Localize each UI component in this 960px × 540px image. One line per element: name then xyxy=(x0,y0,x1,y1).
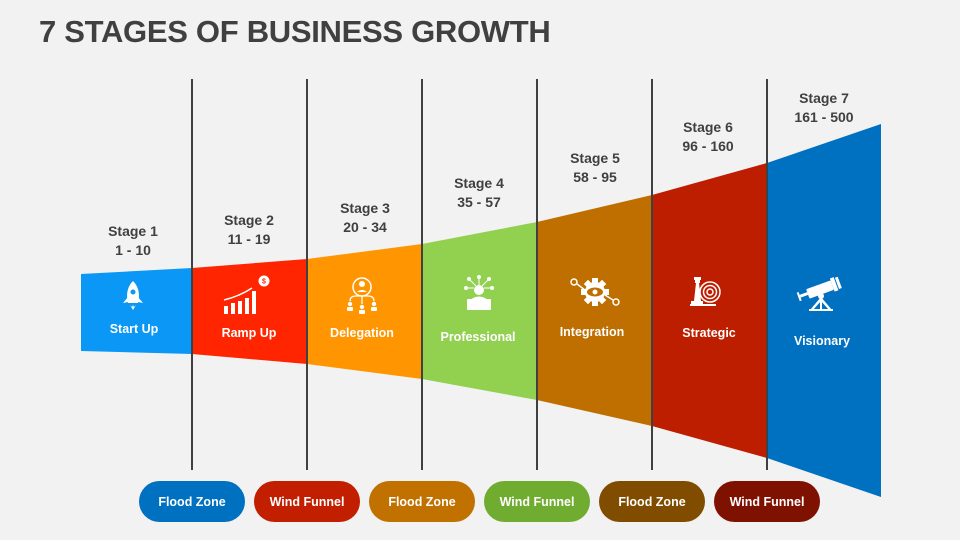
stage-5-title: Stage 5 xyxy=(570,150,620,166)
stage-1-label: Stage 1 1 - 10 xyxy=(78,222,188,260)
stage-3-label: Stage 3 20 - 34 xyxy=(310,199,420,237)
stage-2-range: 11 - 19 xyxy=(227,231,271,247)
stage-6-range: 96 - 160 xyxy=(682,138,734,154)
stage-3-range: 20 - 34 xyxy=(343,219,387,235)
stage-7-name: Visionary xyxy=(793,334,851,348)
stage-1-name: Start Up xyxy=(109,322,159,336)
svg-text:$: $ xyxy=(262,279,266,286)
funnel-segment-stage-1 xyxy=(81,268,192,354)
stage-3-name: Delegation xyxy=(330,326,394,340)
zone-pill-2-label: Wind Funnel xyxy=(269,494,345,509)
funnel-segment-stage-4 xyxy=(422,222,537,400)
growth-chart-icon: $ xyxy=(223,275,270,314)
stage-5-name: Integration xyxy=(559,325,625,339)
stage-3-title: Stage 3 xyxy=(340,200,390,216)
zone-pill-1-label: Flood Zone xyxy=(158,494,226,509)
stage-5-range: 58 - 95 xyxy=(573,169,617,185)
stage-7-range: 161 - 500 xyxy=(794,109,854,125)
stage-6-title: Stage 6 xyxy=(683,119,733,135)
stage-4-title: Stage 4 xyxy=(454,175,504,191)
zone-pill-4: Wind Funnel xyxy=(484,481,590,522)
stage-2-name: Ramp Up xyxy=(221,326,277,340)
zone-pill-3: Flood Zone xyxy=(369,481,475,522)
funnel-segment-stage-6 xyxy=(652,163,767,458)
stage-7-title: Stage 7 xyxy=(799,90,849,106)
stage-4-range: 35 - 57 xyxy=(457,194,501,210)
zone-pill-6: Wind Funnel xyxy=(714,481,820,522)
stage-1-title: Stage 1 xyxy=(108,223,158,239)
stage-4-label: Stage 4 35 - 57 xyxy=(424,174,534,212)
strategy-target-icon xyxy=(690,277,721,306)
zone-pill-2: Wind Funnel xyxy=(254,481,360,522)
delegation-icon xyxy=(347,277,377,314)
professional-icon xyxy=(464,275,494,310)
stage-6-name: Strategic xyxy=(682,326,736,340)
stage-2-label: Stage 2 11 - 19 xyxy=(194,211,304,249)
funnel-segment-stage-5 xyxy=(537,195,652,426)
funnel-segment-stage-2 xyxy=(192,259,307,364)
stage-5-label: Stage 5 58 - 95 xyxy=(540,149,650,187)
zone-pill-5: Flood Zone xyxy=(599,481,705,522)
page-title: 7 STAGES OF BUSINESS GROWTH xyxy=(39,14,551,49)
zone-pill-4-label: Wind Funnel xyxy=(499,494,575,509)
rocket-icon xyxy=(123,281,143,310)
stage-2-title: Stage 2 xyxy=(224,212,274,228)
stage-1-range: 1 - 10 xyxy=(115,242,151,258)
stage-4-name: Professional xyxy=(440,330,516,344)
zone-pill-5-label: Flood Zone xyxy=(618,494,686,509)
zone-pill-1: Flood Zone xyxy=(139,481,245,522)
stage-dividers xyxy=(191,79,768,470)
gear-integration-icon xyxy=(570,278,620,306)
stage-6-label: Stage 6 96 - 160 xyxy=(653,118,763,156)
zone-pill-6-label: Wind Funnel xyxy=(729,494,805,509)
stage-7-label: Stage 7 161 - 500 xyxy=(769,89,879,127)
zone-pill-3-label: Flood Zone xyxy=(388,494,456,509)
telescope-icon xyxy=(796,276,842,311)
